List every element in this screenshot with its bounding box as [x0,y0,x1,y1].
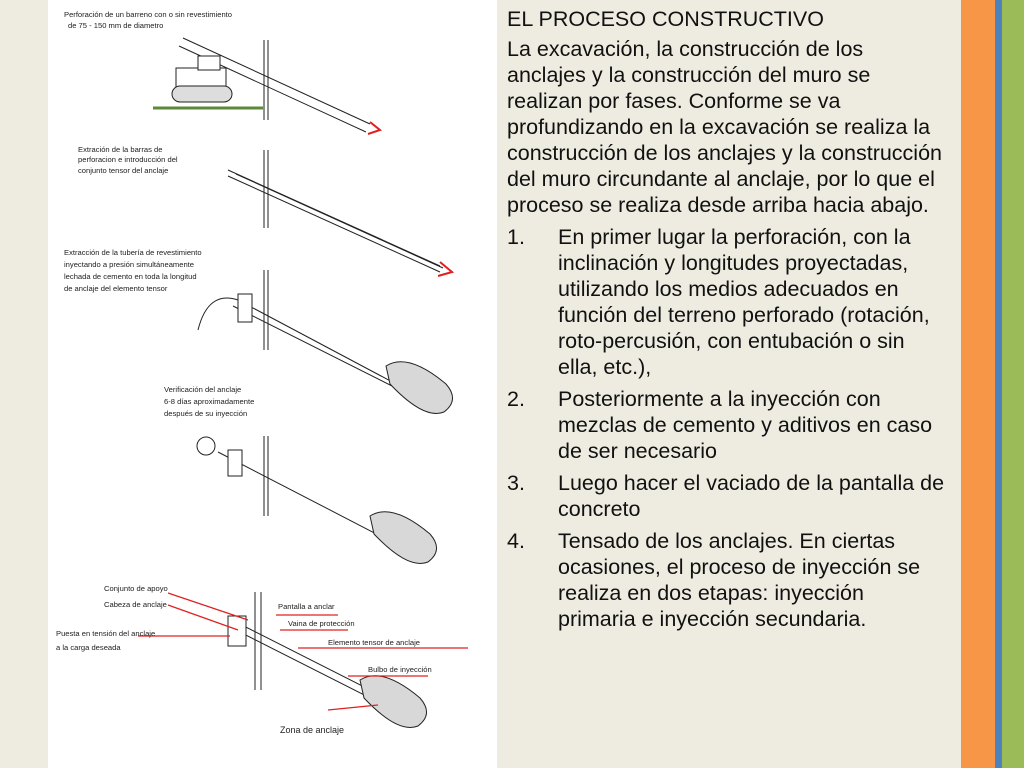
grout-bulb [369,511,437,564]
intro-paragraph: La excavación, la construcción de los an… [507,37,942,217]
label-tensioning: Puesta en tensión del anclaje [56,629,155,638]
label-anchor-head: Cabeza de anclaje [104,600,167,609]
drill-tip-arrow [367,121,383,135]
test-jack [227,449,243,477]
label-protective-sheath: Vaina de protección [288,619,355,628]
list-number: 3. [507,471,525,495]
caption-2a: Extración de la barras de [78,145,162,154]
accent-bar-orange [961,0,995,768]
text-content: EL PROCESO CONSTRUCTIVO La excavación, l… [507,6,947,638]
drill-rod [182,37,371,125]
pressure-gauge [196,436,216,456]
grout-bulb [385,361,453,414]
caption-3a: Extracción de la tubería de revestimient… [64,248,202,257]
list-item: 3. Luego hacer el vaciado de la pantalla… [507,470,947,522]
caption-1b: de 75 - 150 mm de diametro [68,21,163,30]
caption-2c: conjunto tensor del anclaje [78,166,168,175]
caption-4a: Verificación del anclaje [164,385,241,394]
tendon-line [217,451,389,541]
rig-cab [197,55,221,71]
list-text: En primer lugar la perforación, con la i… [558,225,930,379]
label-support-assembly: Conjunto de apoyo [104,584,168,593]
anchor-process-diagram: Perforación de un barreno con o sin reve… [56,10,468,735]
label-anchor-zone: Zona de anclaje [280,725,344,735]
list-text: Posteriormente a la inyección con mezcla… [558,387,933,463]
label-screen-wall: Pantalla a anclar [278,602,335,611]
list-item: 4. Tensado de los anclajes. En ciertas o… [507,528,947,632]
accent-bar-blue [995,0,1002,768]
label-desired-load: a la carga deseada [56,643,121,652]
caption-3c: lechada de cemento en toda la longitud [64,272,197,281]
list-number: 4. [507,529,525,553]
tendon-tip-arrow [437,261,455,277]
list-number: 1. [507,225,525,249]
list-item: 1. En primer lugar la perforación, con l… [507,224,947,380]
caption-3b: inyectando a presión simultáneamente [64,260,194,269]
label-injection-bulb: Bulbo de inyección [368,665,432,674]
grout-hose [197,297,399,386]
injection-head [237,293,253,323]
casing-line [227,175,441,273]
rig-track [171,85,233,103]
caption-4b: 6-8 días aproximadamente [164,397,254,406]
grout-bulb [359,675,427,728]
label-tendon-element: Elemento tensor de anclaje [328,638,420,647]
anchor-head [227,615,247,647]
caption-3d: de anclaje del elemento tensor [64,284,168,293]
rig-body [175,67,227,89]
anchor-process-figure: Perforación de un barreno con o sin reve… [48,0,497,768]
accent-bar-green [1002,0,1024,768]
caption-2b: perforacion e introducción del [78,155,178,164]
tendon-line [232,305,401,391]
list-text: Luego hacer el vaciado de la pantalla de… [558,471,945,521]
annotation-leaders [138,592,468,711]
caption-1a: Perforación de un barreno con o sin reve… [64,10,232,19]
list-number: 2. [507,387,525,411]
list-item: 2. Posteriormente a la inyección con mez… [507,386,947,464]
list-text: Tensado de los anclajes. En ciertas ocas… [558,529,921,631]
caption-4c: después de su inyección [164,409,247,418]
tendon-line [235,173,444,269]
page-title: EL PROCESO CONSTRUCTIVO [507,7,824,31]
